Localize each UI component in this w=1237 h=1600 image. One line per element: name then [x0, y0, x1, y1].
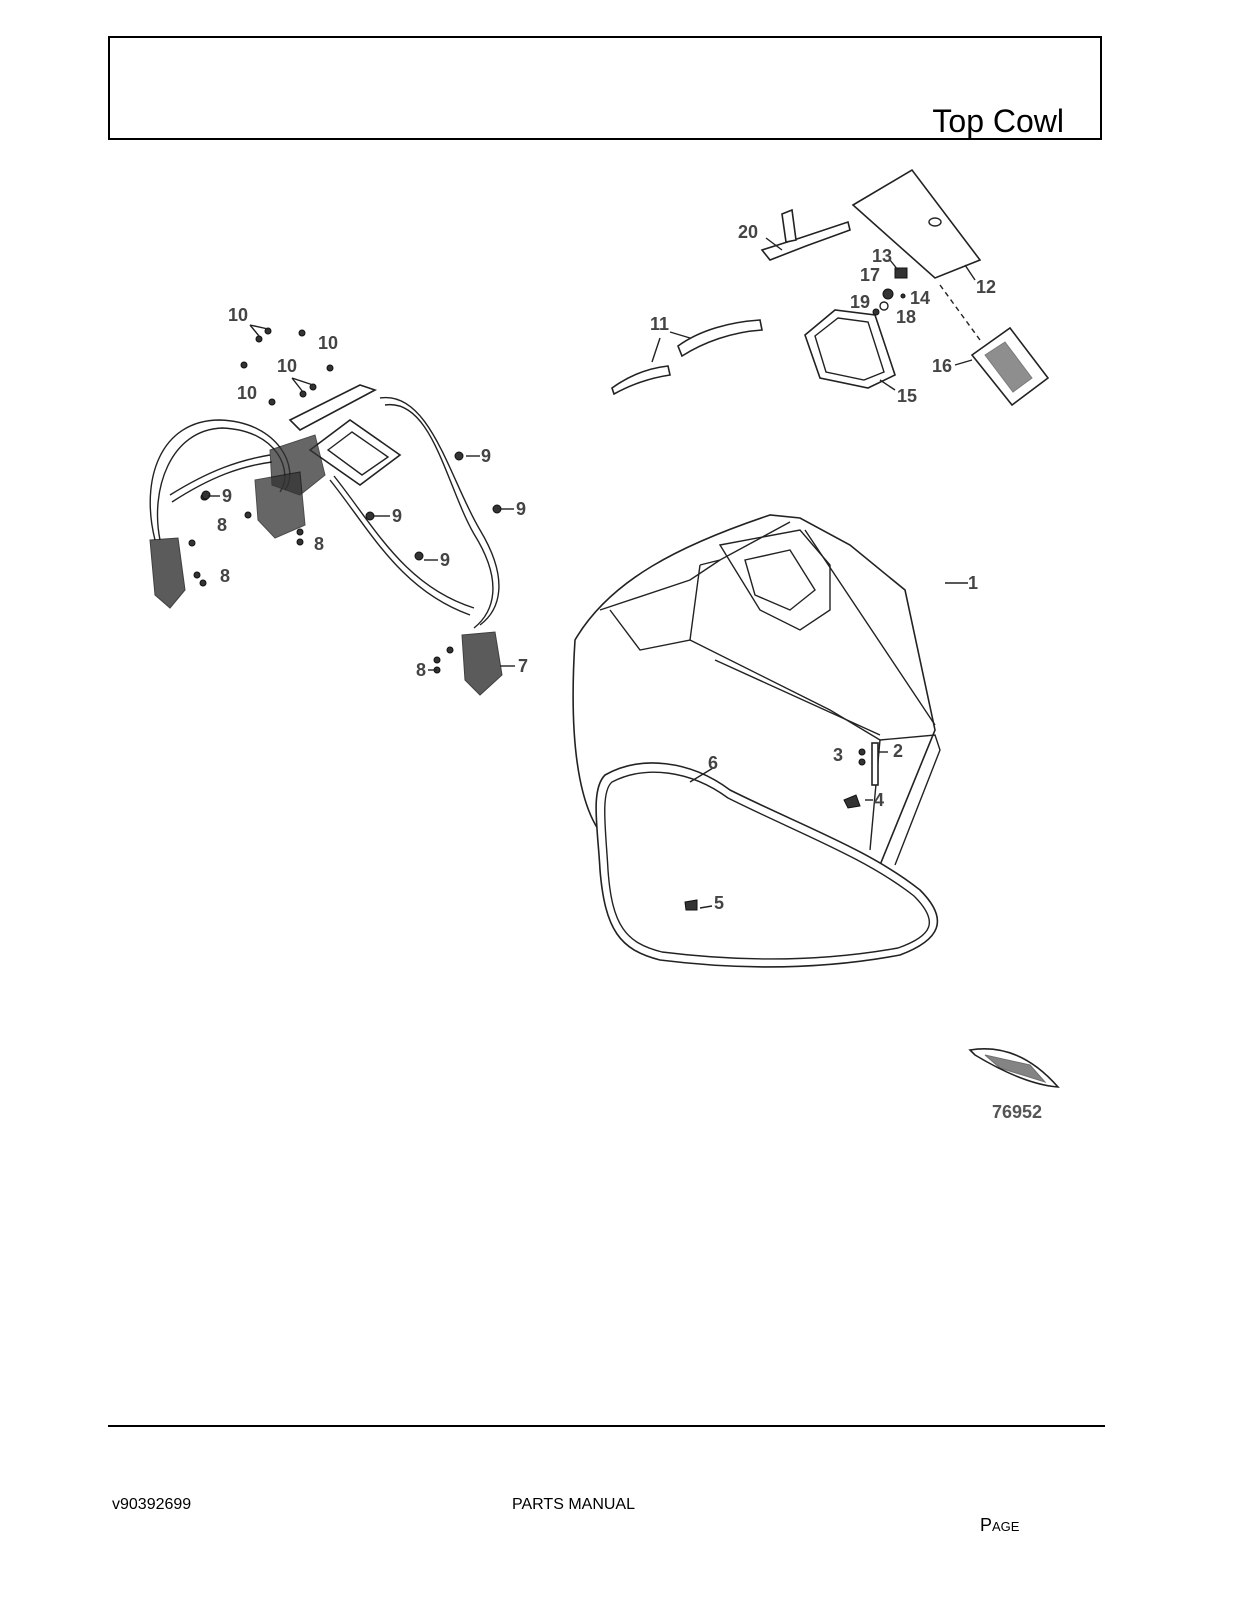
- hardware-2-3-4: [843, 742, 879, 809]
- callout-9-a: 9: [481, 446, 491, 466]
- callout-16: 16: [932, 356, 952, 376]
- latch-assembly: [149, 327, 503, 696]
- leader-lines: [208, 237, 976, 909]
- footer-rule: [108, 1425, 1105, 1427]
- callout-9-d: 9: [516, 499, 526, 519]
- page-title: Top Cowl: [932, 103, 1064, 139]
- title-box: Top Cowl: [108, 36, 1102, 140]
- decal-16: [970, 326, 1050, 407]
- side-strips-11: [611, 319, 763, 396]
- callout-10-a: 10: [228, 305, 248, 325]
- callout-14: 14: [910, 288, 930, 308]
- callout-2: 2: [893, 741, 903, 761]
- callout-9-b: 9: [222, 486, 232, 506]
- callout-8-c: 8: [314, 534, 324, 554]
- callout-15: 15: [897, 386, 917, 406]
- window-frame-15: [804, 309, 896, 389]
- callout-labels: 1 2 3 4 5 6 7 8 8 8 8 9 9 9 9 9 10 10 10…: [217, 222, 996, 913]
- callout-1: 1: [968, 573, 978, 593]
- callout-12: 12: [976, 277, 996, 297]
- footer-manual-label: PARTS MANUAL: [512, 1496, 635, 1513]
- callout-10-d: 10: [237, 383, 257, 403]
- callout-9-e: 9: [440, 550, 450, 570]
- callout-20: 20: [738, 222, 758, 242]
- callout-17: 17: [860, 265, 880, 285]
- cover-plate-12: [851, 168, 982, 341]
- callout-11: 11: [650, 314, 669, 334]
- callout-18: 18: [896, 307, 916, 327]
- footer-page-label: Page: [980, 1515, 1020, 1535]
- illustration-reference-number: 76952: [992, 1102, 1042, 1122]
- exploded-parts-diagram: 1 2 3 4 5 6 7 8 8 8 8 9 9 9 9 9 10 10 10…: [149, 168, 1060, 1122]
- callout-9-c: 9: [392, 506, 402, 526]
- callout-8-a: 8: [416, 660, 426, 680]
- callout-10-b: 10: [318, 333, 338, 353]
- callout-8-d: 8: [220, 566, 230, 586]
- callout-7: 7: [518, 656, 528, 676]
- footer-doc-number: v90392699: [112, 1496, 192, 1513]
- callout-10-c: 10: [277, 356, 297, 376]
- callout-3: 3: [833, 745, 843, 765]
- callout-19: 19: [850, 292, 870, 312]
- callout-13: 13: [872, 246, 892, 266]
- callout-5: 5: [714, 893, 724, 913]
- fasteners-13-19: [872, 267, 908, 316]
- callout-4: 4: [874, 790, 884, 810]
- bottom-seal: [595, 762, 939, 968]
- callout-8-b: 8: [217, 515, 227, 535]
- reference-thumbnail: 76952: [968, 1048, 1060, 1122]
- bracket-20: [760, 208, 851, 261]
- callout-6: 6: [708, 753, 718, 773]
